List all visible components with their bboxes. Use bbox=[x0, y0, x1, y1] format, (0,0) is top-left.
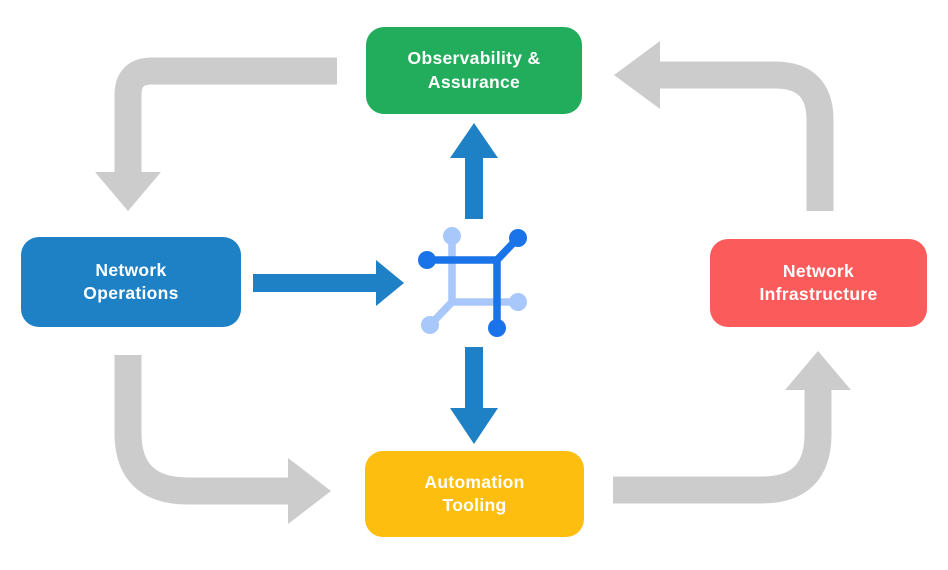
node-label-line: Automation bbox=[424, 471, 525, 492]
node-network-operations: Network Operations bbox=[21, 237, 241, 327]
arrow-operations-to-center bbox=[253, 260, 404, 306]
node-label-line: Tooling bbox=[442, 495, 507, 515]
node-label-line: Network bbox=[95, 259, 167, 280]
node-label-line: Observability & bbox=[407, 48, 541, 69]
node-label-line: Assurance bbox=[427, 71, 521, 92]
arrow-infrastructure-to-observability bbox=[614, 41, 834, 211]
node-label-line: Network bbox=[782, 260, 855, 281]
arrow-observability-to-operations bbox=[95, 57, 337, 211]
node-automation-tooling: Automation Tooling bbox=[365, 451, 584, 537]
network-hub-icon bbox=[418, 227, 527, 337]
node-label-line: Infrastructure bbox=[759, 284, 878, 304]
node-network-infrastructure: Network Infrastructure bbox=[710, 239, 927, 327]
node-observability-assurance: Observability & Assurance bbox=[366, 27, 582, 114]
arrow-operations-to-automation bbox=[114, 355, 331, 524]
arrow-automation-to-infrastructure bbox=[613, 351, 851, 504]
node-label-line: Operations bbox=[83, 283, 179, 303]
arrow-center-to-automation bbox=[450, 347, 498, 444]
arrow-center-to-observability bbox=[450, 123, 498, 219]
